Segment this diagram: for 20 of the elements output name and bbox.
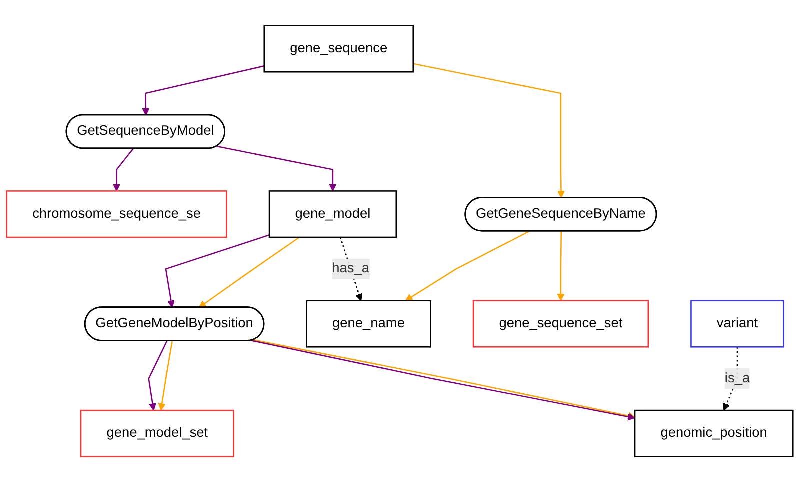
arrow bbox=[405, 230, 530, 301]
node-box: gene_sequence_set bbox=[472, 300, 650, 348]
arrow bbox=[198, 236, 300, 308]
node-box: gene_model_set bbox=[80, 410, 234, 458]
node-box: chromosome_sequence_se bbox=[6, 190, 228, 238]
arrow bbox=[113, 148, 134, 192]
edge-label: has_a bbox=[332, 261, 370, 276]
arrow bbox=[142, 65, 265, 116]
arrow bbox=[165, 234, 270, 308]
arrow bbox=[148, 340, 168, 411]
node-box: genomic_position bbox=[634, 410, 794, 458]
edge-label: is_a bbox=[724, 370, 750, 386]
node-box: gene_sequence bbox=[264, 24, 414, 72]
arrow bbox=[216, 146, 337, 192]
node-box: gene_model bbox=[268, 190, 398, 238]
arrow bbox=[557, 231, 565, 301]
node-box: variant bbox=[690, 300, 784, 348]
arrow bbox=[413, 62, 566, 198]
node-box: gene_name bbox=[306, 300, 432, 348]
arrow bbox=[158, 340, 173, 411]
